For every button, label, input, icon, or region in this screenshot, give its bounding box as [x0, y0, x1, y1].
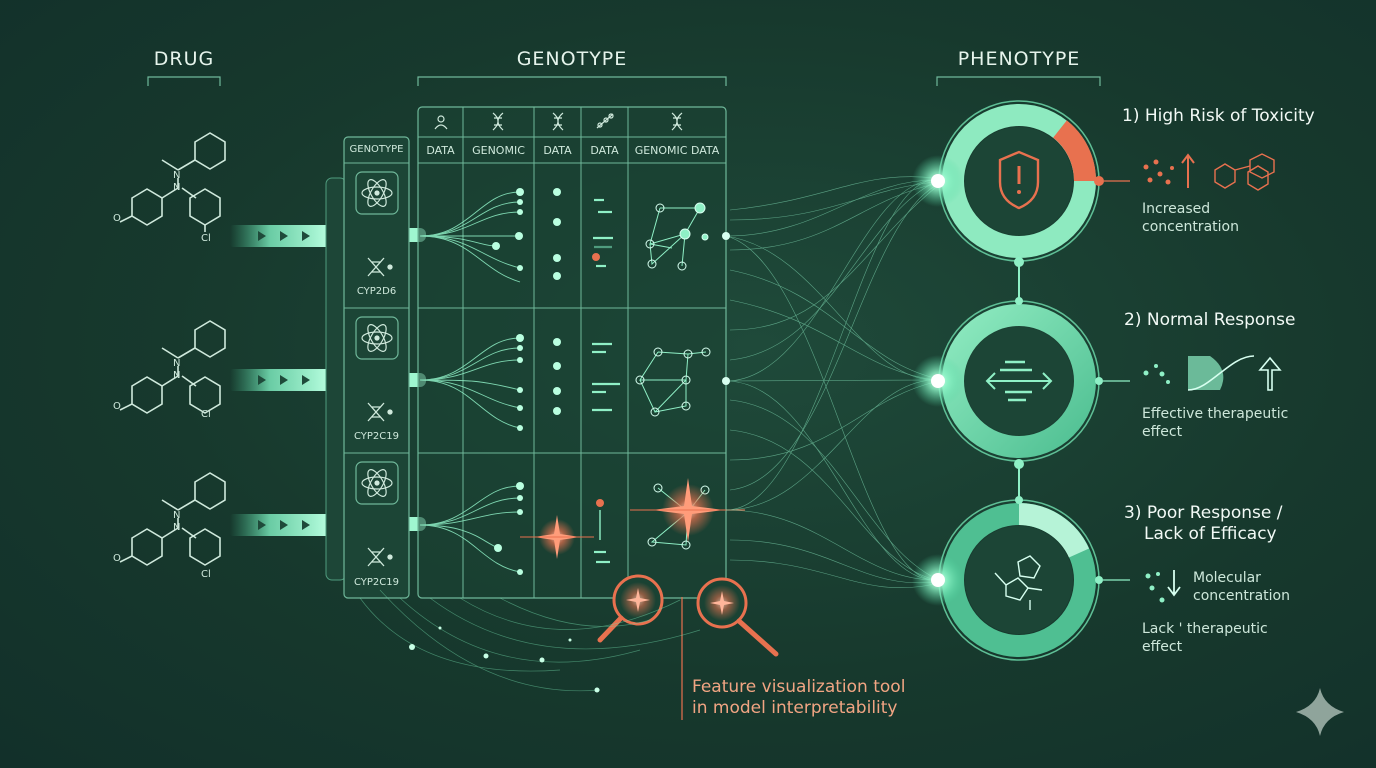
enzyme-icon [367, 547, 393, 567]
enzyme-icon [367, 257, 393, 277]
gene-label: CYP2D6 [356, 286, 397, 297]
output-fibers [725, 176, 936, 589]
particles-rising-icon [1143, 153, 1275, 191]
atom-label-n: N [173, 358, 181, 369]
phenotype-header-bracket [936, 76, 1101, 86]
result-desc-poor-b-line1: Lack ' therapeutic [1142, 621, 1268, 637]
person-icon [434, 115, 448, 130]
table-column-header: GENOMIC DATA [634, 144, 720, 157]
atom-icon [355, 171, 399, 215]
data-points [492, 188, 561, 575]
fiber-bundle-2 [419, 337, 521, 429]
chain-icon [596, 113, 614, 129]
sparkle-logo-icon [1296, 688, 1344, 736]
gene-label: CYP2C19 [353, 431, 399, 442]
atom-label-o: O [113, 553, 121, 564]
genotype-header-bracket [417, 76, 727, 86]
table-column-header: DATA [543, 144, 572, 157]
result-desc-toxicity-line2: concentration [1142, 219, 1239, 235]
network-graph-2 [639, 351, 707, 413]
atom-label-o: O [113, 213, 121, 224]
molecule-icon [994, 555, 1043, 610]
result-desc-toxicity-line1: Increased [1142, 201, 1211, 217]
table-output-node [722, 377, 730, 385]
result-desc-poor-b-line2: effect [1142, 639, 1183, 655]
atom-label-n: N [173, 182, 181, 193]
atom-label-o: O [113, 401, 121, 412]
result-title-poor-line2: Lack of Efficacy [1144, 524, 1277, 544]
drug-header-bracket [147, 76, 221, 86]
result-desc-poor-a-line1: Molecular [1193, 570, 1261, 586]
result-title-poor-line1: 3) Poor Response / [1124, 503, 1283, 523]
genomic-data-table [417, 106, 727, 599]
sparkle-dots [409, 626, 600, 693]
table-column-header: GENOMIC [472, 144, 525, 157]
result-desc-normal-line2: effect [1142, 424, 1183, 440]
dna-icon [552, 112, 564, 131]
highlight-sparkle [520, 515, 594, 559]
atom-label-cl: Cl [201, 233, 211, 244]
warning-shield-icon [998, 150, 1040, 210]
table-column-header: DATA [590, 144, 619, 157]
magnifier-icon [597, 574, 664, 643]
phenotype-header: PHENOTYPE [957, 48, 1081, 70]
genotype-column [343, 136, 410, 599]
fiber-bundle-1 [419, 191, 521, 283]
drug-molecule-3 [119, 472, 226, 566]
connection-arcs [359, 589, 701, 692]
decrease-icon [1145, 570, 1181, 603]
balance-arrows-icon [985, 372, 1053, 390]
drug-molecule-2 [119, 320, 226, 414]
dose-response-icon [1143, 355, 1282, 391]
phenotype-ring-normal [938, 300, 1130, 462]
magnifier-icon [696, 577, 779, 657]
genotype-header: GENOTYPE [516, 48, 628, 70]
dna-icon [492, 112, 504, 131]
atom-icon [355, 461, 399, 505]
result-desc-normal-line1: Effective therapeutic [1142, 406, 1289, 422]
data-bars [592, 198, 620, 564]
phenotype-ring-poor [938, 499, 1130, 661]
atom-label-n: N [173, 522, 181, 533]
atom-label-n: N [173, 510, 181, 521]
highlight-sparkle [630, 478, 745, 542]
annotation-line2: in model interpretability [692, 698, 898, 718]
annotation-line1: Feature visualization tool [692, 677, 906, 697]
drug-header: DRUG [153, 48, 215, 70]
phenotype-ring-toxicity [938, 100, 1130, 262]
atom-icon [355, 316, 399, 360]
drug-molecule-1 [119, 132, 226, 232]
atom-label-n: N [173, 370, 181, 381]
result-title-normal: 2) Normal Response [1124, 310, 1296, 330]
fiber-bundle-3 [419, 485, 521, 573]
gene-label: CYP2C19 [353, 577, 399, 588]
enzyme-icon [367, 402, 393, 422]
dna-icon [671, 112, 683, 131]
atom-label-cl: Cl [201, 569, 211, 580]
table-column-header: DATA [426, 144, 455, 157]
atom-label-n: N [173, 170, 181, 181]
atom-label-cl: Cl [201, 409, 211, 420]
genotype-column-header: GENOTYPE [349, 144, 404, 155]
table-output-node [722, 232, 730, 240]
result-title-toxicity: 1) High Risk of Toxicity [1122, 106, 1315, 126]
result-desc-poor-a-line2: concentration [1193, 588, 1290, 604]
